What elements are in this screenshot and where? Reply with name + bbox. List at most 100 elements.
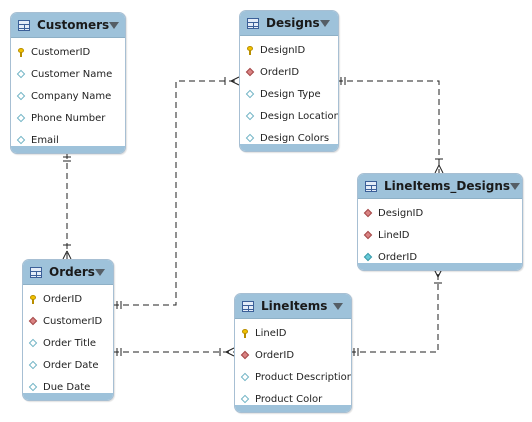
connector-orders-designs[interactable] [113,76,240,309]
table-icon [18,19,30,31]
field-label: Company Name [31,90,112,102]
field-label: Product Description [255,371,352,383]
attribute-icon [29,339,38,348]
attribute-icon [29,361,38,370]
field-row[interactable]: OrderID [358,246,522,268]
table-icon [242,300,254,312]
entity-designs[interactable]: Designs DesignID OrderID Design Type Des… [239,10,339,152]
entity-fields: CustomerID Customer Name Company Name Ph… [11,38,125,151]
foreign-key-icon [241,351,250,360]
field-row[interactable]: OrderID [240,61,338,83]
field-row[interactable]: Design Colors [240,127,338,149]
field-label: Due Date [43,381,91,393]
entity-title: LineItems [261,299,328,313]
attribute-filled-icon [364,253,373,262]
field-label: Product Color [255,393,323,405]
field-row[interactable]: OrderID [23,288,113,310]
field-label: OrderID [255,349,295,361]
field-row[interactable]: Design Location [240,105,338,127]
field-row[interactable]: Order Date [23,354,113,376]
attribute-icon [241,373,250,382]
table-icon [247,17,259,29]
field-label: Order Title [43,337,97,349]
field-row[interactable]: Product Description [235,366,351,388]
attribute-icon [17,92,26,101]
primary-key-icon [17,47,26,57]
entity-title: Designs [266,16,320,30]
field-label: Email [31,134,59,146]
collapse-toggle-icon[interactable] [510,182,521,190]
field-row[interactable]: LineID [235,322,351,344]
primary-key-icon [246,45,255,55]
foreign-key-icon [246,68,255,77]
attribute-icon [241,395,250,404]
connector-lineitems-lineitems-designs[interactable] [350,268,443,356]
entity-fields: OrderID CustomerID Order Title Order Dat… [23,285,113,398]
attribute-icon [246,90,255,99]
attribute-icon [17,114,26,123]
field-row[interactable]: CustomerID [11,41,125,63]
field-label: Order Date [43,359,99,371]
connector-orders-lineitems[interactable] [113,347,235,357]
collapse-toggle-icon[interactable] [109,21,120,29]
entity-title: LineItems_Designs [384,179,511,193]
collapse-toggle-icon[interactable] [95,268,105,276]
entity-title: Customers [37,18,110,32]
field-label: Design Colors [260,132,330,144]
attribute-icon [246,112,255,121]
field-row[interactable]: LineID [358,224,522,246]
field-label: Customer Name [31,68,113,80]
entity-header[interactable]: LineItems_Designs [358,174,522,199]
entity-fields: LineID OrderID Product Description Produ… [235,319,351,410]
field-row[interactable]: Phone Number [11,107,125,129]
field-label: Design Location [260,110,339,122]
entity-customers[interactable]: Customers CustomerID Customer Name Compa… [10,12,126,154]
entity-footer [23,393,113,400]
entity-header[interactable]: Orders [23,260,113,285]
primary-key-icon [241,328,250,338]
foreign-key-icon [364,209,373,218]
field-row[interactable]: Customer Name [11,63,125,85]
field-row[interactable]: DesignID [240,39,338,61]
field-row[interactable]: Due Date [23,376,113,398]
entity-footer [240,144,338,151]
field-label: OrderID [260,66,300,78]
field-row[interactable]: DesignID [358,202,522,224]
entity-header[interactable]: LineItems [235,294,351,319]
attribute-icon [17,136,26,145]
entity-header[interactable]: Customers [11,13,125,38]
field-label: DesignID [260,44,306,56]
field-label: OrderID [378,251,418,263]
collapse-toggle-icon[interactable] [333,302,343,310]
field-label: DesignID [378,207,424,219]
primary-key-icon [29,294,38,304]
field-row[interactable]: Company Name [11,85,125,107]
entity-orders[interactable]: Orders OrderID CustomerID Order Title Or… [22,259,114,401]
field-label: OrderID [43,293,83,305]
attribute-icon [17,70,26,79]
field-label: LineID [378,229,410,241]
field-row[interactable]: Order Title [23,332,113,354]
entity-title: Orders [49,265,95,279]
attribute-icon [29,383,38,392]
field-row[interactable]: Design Type [240,83,338,105]
field-row[interactable]: OrderID [235,344,351,366]
field-label: LineID [255,327,287,339]
field-row[interactable]: Product Color [235,388,351,410]
entity-footer [11,146,125,153]
entity-lineitems[interactable]: LineItems LineID OrderID Product Descrip… [234,293,352,413]
entity-lineitems-designs[interactable]: LineItems_Designs DesignID LineID OrderI… [357,173,523,271]
field-row[interactable]: Email [11,129,125,151]
connector-customers-orders[interactable] [62,153,72,260]
entity-footer [235,405,351,412]
entity-footer [358,263,522,270]
entity-fields: DesignID LineID OrderID [358,199,522,268]
table-icon [365,180,377,192]
collapse-toggle-icon[interactable] [320,19,330,27]
connector-designs-lineitems-designs[interactable] [337,77,444,174]
foreign-key-icon [29,317,38,326]
table-icon [30,266,42,278]
entity-header[interactable]: Designs [240,11,338,36]
field-row[interactable]: CustomerID [23,310,113,332]
